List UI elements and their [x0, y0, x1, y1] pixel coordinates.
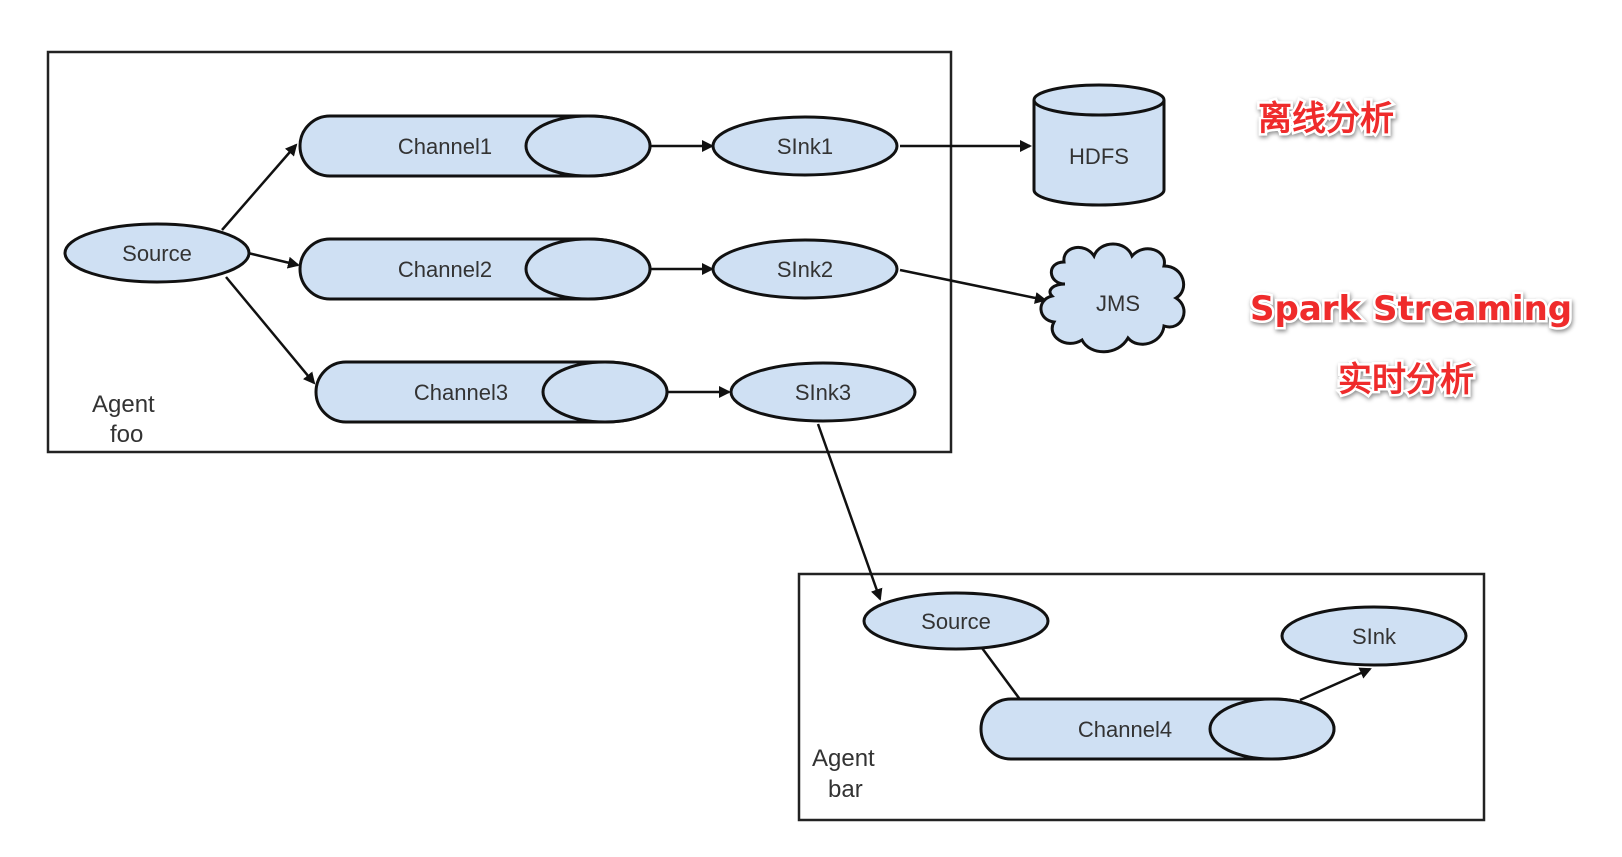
sink1-node: SInk1	[711, 115, 899, 177]
sink1-label: SInk1	[777, 134, 833, 159]
sink-node-bar: SInk	[1280, 605, 1468, 667]
agent-foo-box	[46, 50, 953, 454]
agent-bar-label-line1: Agent	[812, 745, 875, 772]
edge-source-channel2	[247, 251, 300, 269]
jms-cloud-icon: JMS	[1039, 242, 1186, 354]
channel3-node: Channel3	[314, 360, 669, 424]
channel1-node: Channel1	[298, 114, 652, 178]
hdfs-database-icon: HDFS	[1032, 83, 1166, 207]
channel3-label: Channel3	[414, 380, 508, 405]
jms-label: JMS	[1096, 291, 1140, 316]
channel2-node: Channel2	[298, 237, 652, 301]
agent-foo-label-line1: Agent	[92, 391, 155, 418]
agent-bar-box	[797, 572, 1486, 822]
sink2-label: SInk2	[777, 257, 833, 282]
annotation-offline-analysis: 离线分析	[1258, 99, 1394, 139]
edge-channel4-sink	[1299, 667, 1372, 702]
channel4-node: Channel4	[979, 697, 1336, 761]
channel2-label: Channel2	[398, 257, 492, 282]
edge-sink2-jms	[899, 268, 1047, 304]
hdfs-label: HDFS	[1069, 144, 1129, 169]
sink3-label: SInk3	[795, 380, 851, 405]
source-foo-label: Source	[122, 241, 192, 266]
source-node-bar: Source	[862, 591, 1050, 651]
edge-source-channel3	[225, 276, 316, 385]
source-bar-label: Source	[921, 609, 991, 634]
annotation-spark-streaming: Spark Streaming	[1250, 289, 1572, 329]
agent-bar-label-line2: bar	[828, 776, 863, 803]
channel1-label: Channel1	[398, 134, 492, 159]
annotation-realtime-analysis: 实时分析	[1338, 360, 1474, 400]
edge-sink3-source-bar	[816, 423, 883, 601]
channel4-label: Channel4	[1078, 717, 1172, 742]
agent-foo-label-line2: foo	[110, 421, 143, 448]
edge-source-channel1	[221, 143, 298, 231]
sink2-node: SInk2	[711, 238, 899, 300]
source-node-foo: Source	[63, 222, 251, 284]
sink-bar-label: SInk	[1352, 624, 1397, 649]
sink3-node: SInk3	[729, 361, 917, 423]
